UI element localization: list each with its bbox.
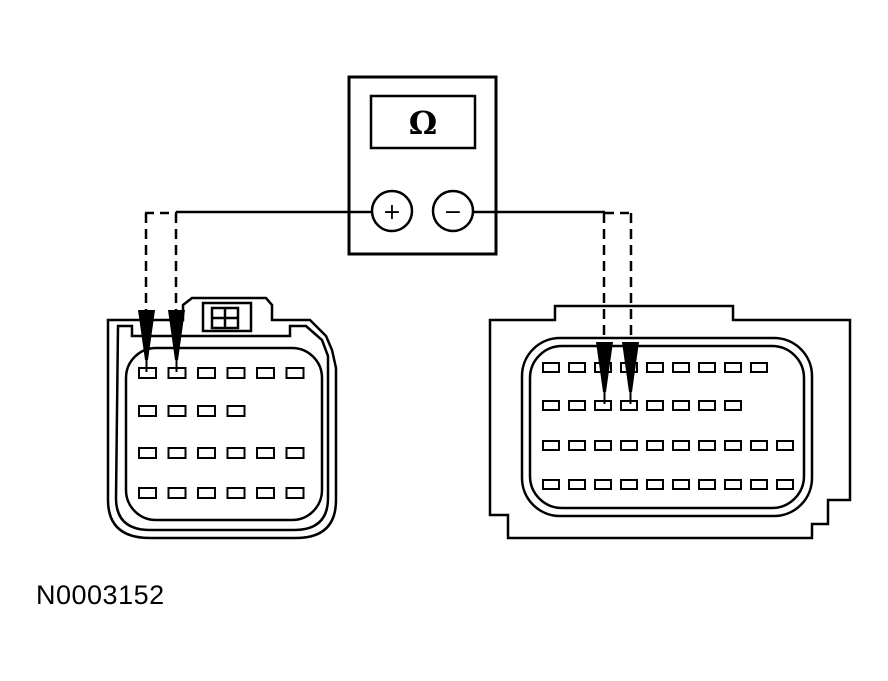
right-pin-r4-c4 — [620, 479, 638, 490]
right-pin-r1-c6 — [672, 362, 690, 373]
right-pin-r1-c1 — [542, 362, 560, 373]
left-pin-r3-c1 — [138, 447, 157, 459]
right-pin-r3-c4 — [620, 440, 638, 451]
right-pin-r4-c3 — [594, 479, 612, 490]
left-pin-r3-c2 — [167, 447, 187, 459]
positive-terminal-label: + — [383, 200, 401, 225]
right-pin-r2-c5 — [646, 400, 664, 411]
left-connector-latch — [201, 301, 253, 333]
left-pin-r4-c2 — [167, 487, 187, 499]
left-pin-r4-c5 — [256, 487, 275, 499]
right-pin-r3-c7 — [698, 440, 716, 451]
ohmmeter: Ω + − — [347, 75, 498, 256]
right-pin-r3-c1 — [542, 440, 560, 451]
right-pin-grid — [542, 362, 794, 490]
left-connector-mid — [114, 324, 330, 532]
left-probes — [138, 310, 185, 372]
left-pin-grid — [138, 367, 305, 499]
right-connector-outer — [488, 304, 852, 540]
right-probe-1 — [596, 342, 613, 392]
left-pin-r1-c4 — [226, 367, 246, 379]
left-pin-r4-c1 — [138, 487, 157, 499]
test-leads — [144, 210, 633, 340]
left-connector-inner — [124, 346, 324, 522]
right-pin-r2-c8 — [724, 400, 742, 411]
ohm-symbol: Ω — [409, 104, 437, 142]
left-pin-r2-c1 — [138, 405, 157, 417]
left-pin-r3-c4 — [226, 447, 246, 459]
left-pin-r1-c3 — [197, 367, 216, 379]
right-pin-r2-c6 — [672, 400, 690, 411]
left-pin-r3-c5 — [256, 447, 275, 459]
right-pin-r2-c1 — [542, 400, 560, 411]
right-pin-r3-c5 — [646, 440, 664, 451]
left-pin-r2-c2 — [167, 405, 187, 417]
right-pin-r4-c7 — [698, 479, 716, 490]
left-pin-r3-c3 — [197, 447, 216, 459]
negative-terminal-label: − — [444, 200, 462, 225]
left-pin-r2-c3 — [197, 405, 216, 417]
right-pin-r3-c9 — [750, 440, 768, 451]
left-pin-r4-c6 — [285, 487, 305, 499]
right-pin-r4-c8 — [724, 479, 742, 490]
right-connector-inner — [528, 344, 806, 510]
right-probe-2 — [622, 342, 639, 392]
right-pin-r4-c1 — [542, 479, 560, 490]
right-pin-r1-c9 — [750, 362, 768, 373]
right-pin-r2-c3 — [594, 400, 612, 411]
right-pin-r4-c2 — [568, 479, 586, 490]
right-pin-r2-c2 — [568, 400, 586, 411]
left-connector-outer — [106, 296, 338, 540]
right-pin-r1-c7 — [698, 362, 716, 373]
right-connector — [488, 304, 852, 540]
meter-display — [369, 94, 477, 150]
right-pin-r4-c6 — [672, 479, 690, 490]
right-pin-r4-c5 — [646, 479, 664, 490]
left-pin-r2-c4 — [226, 405, 246, 417]
right-pin-r3-c2 — [568, 440, 586, 451]
left-pin-r4-c4 — [226, 487, 246, 499]
figure-id: N0003152 — [36, 580, 165, 610]
left-connector — [106, 296, 338, 540]
right-pin-r1-c8 — [724, 362, 742, 373]
right-pin-r4-c9 — [750, 479, 768, 490]
right-probes — [596, 342, 639, 404]
right-pin-r1-c5 — [646, 362, 664, 373]
left-pin-r1-c5 — [256, 367, 275, 379]
right-pin-r3-c6 — [672, 440, 690, 451]
right-pin-r3-c8 — [724, 440, 742, 451]
right-pin-r3-c3 — [594, 440, 612, 451]
right-connector-mid — [520, 336, 814, 518]
left-probe-1 — [138, 310, 155, 360]
right-pin-r2-c4 — [620, 400, 638, 411]
right-pin-r1-c2 — [568, 362, 586, 373]
left-pin-r4-c3 — [197, 487, 216, 499]
left-probe-2 — [168, 310, 185, 360]
left-pin-r1-c6 — [285, 367, 305, 379]
right-pin-r3-c10 — [776, 440, 794, 451]
right-pin-r2-c7 — [698, 400, 716, 411]
right-pin-r4-c10 — [776, 479, 794, 490]
left-pin-r3-c6 — [285, 447, 305, 459]
